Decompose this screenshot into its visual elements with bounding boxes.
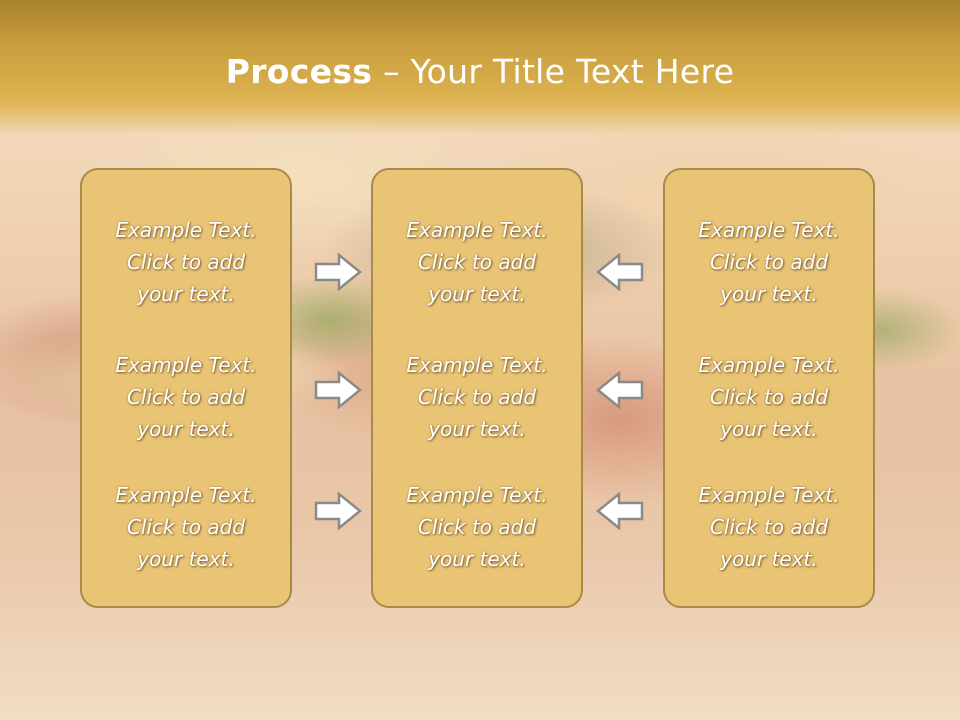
text-line: Example Text. (406, 218, 548, 242)
text-block[interactable]: Example Text. Click to add your text. (373, 214, 581, 310)
text-line: Example Text. (115, 218, 257, 242)
text-line: your text. (137, 282, 235, 306)
text-line: Click to add (126, 385, 246, 409)
text-line: Click to add (126, 515, 246, 539)
text-line: Example Text. (698, 218, 840, 242)
text-block[interactable]: Example Text. Click to add your text. (373, 349, 581, 445)
text-line: Click to add (709, 250, 829, 274)
text-block[interactable]: Example Text. Click to add your text. (665, 349, 873, 445)
title-bar (0, 0, 960, 135)
slide-title[interactable]: Process – Your Title Text Here (0, 52, 960, 91)
text-block[interactable]: Example Text. Click to add your text. (373, 479, 581, 575)
text-line: your text. (428, 417, 526, 441)
right-text-panel[interactable]: Example Text. Click to add your text. Ex… (663, 168, 875, 608)
text-line: Click to add (126, 250, 246, 274)
text-line: Example Text. (698, 353, 840, 377)
text-line: Click to add (709, 385, 829, 409)
text-block[interactable]: Example Text. Click to add your text. (665, 479, 873, 575)
text-line: Example Text. (698, 483, 840, 507)
text-line: Click to add (417, 385, 537, 409)
text-block[interactable]: Example Text. Click to add your text. (82, 349, 290, 445)
arrow-right-icon[interactable] (314, 492, 362, 530)
arrow-right-icon[interactable] (314, 253, 362, 291)
text-line: your text. (137, 547, 235, 571)
text-line: your text. (720, 547, 818, 571)
text-line: Click to add (417, 515, 537, 539)
arrow-right-icon[interactable] (314, 371, 362, 409)
text-line: Example Text. (406, 353, 548, 377)
left-text-panel[interactable]: Example Text. Click to add your text. Ex… (80, 168, 292, 608)
text-line: your text. (428, 547, 526, 571)
text-line: your text. (720, 417, 818, 441)
text-line: Click to add (417, 250, 537, 274)
text-block[interactable]: Example Text. Click to add your text. (82, 214, 290, 310)
title-bold-text: Process (225, 52, 373, 91)
text-line: Example Text. (406, 483, 548, 507)
text-line: Example Text. (115, 353, 257, 377)
text-block[interactable]: Example Text. Click to add your text. (82, 479, 290, 575)
arrow-left-icon[interactable] (596, 371, 644, 409)
arrow-left-icon[interactable] (596, 492, 644, 530)
text-line: your text. (428, 282, 526, 306)
text-line: your text. (137, 417, 235, 441)
arrow-left-icon[interactable] (596, 253, 644, 291)
text-line: Example Text. (115, 483, 257, 507)
text-line: Click to add (709, 515, 829, 539)
text-line: your text. (720, 282, 818, 306)
middle-text-panel[interactable]: Example Text. Click to add your text. Ex… (371, 168, 583, 608)
title-rest-text: – Your Title Text Here (372, 52, 735, 91)
text-block[interactable]: Example Text. Click to add your text. (665, 214, 873, 310)
